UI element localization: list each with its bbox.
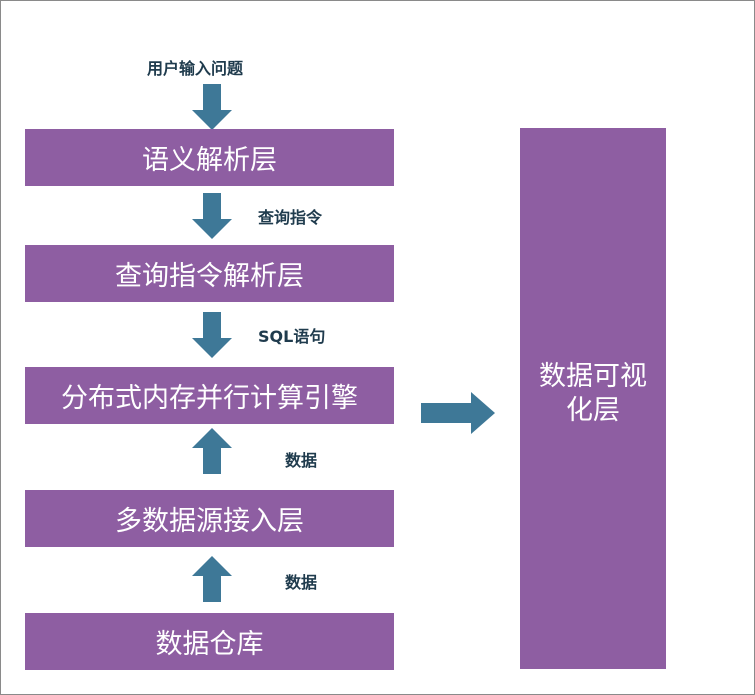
data-visualization-layer: 数据可视化层: [520, 128, 666, 669]
arrow-down-icon: [192, 193, 232, 239]
data-warehouse: 数据仓库: [25, 613, 394, 670]
arrow-down-icon: [192, 84, 232, 130]
arrow-right-icon: [421, 392, 495, 434]
multi-source-access-layer: 多数据源接入层: [25, 490, 394, 547]
arrow-up-icon: [192, 428, 232, 474]
edge-label-data-upper: 数据: [285, 451, 318, 470]
arrow-down-icon: [192, 312, 232, 358]
distributed-compute-engine: 分布式内存并行计算引擎: [25, 367, 394, 424]
edge-label-data-lower: 数据: [285, 573, 318, 592]
arrow-up-icon: [192, 556, 232, 602]
input-label: 用户输入问题: [147, 59, 244, 78]
semantic-parsing-layer: 语义解析层: [25, 129, 394, 186]
edge-label-query-command: 查询指令: [258, 208, 323, 227]
edge-label-sql: SQL语句: [258, 327, 326, 346]
query-command-parsing-layer: 查询指令解析层: [25, 245, 394, 302]
